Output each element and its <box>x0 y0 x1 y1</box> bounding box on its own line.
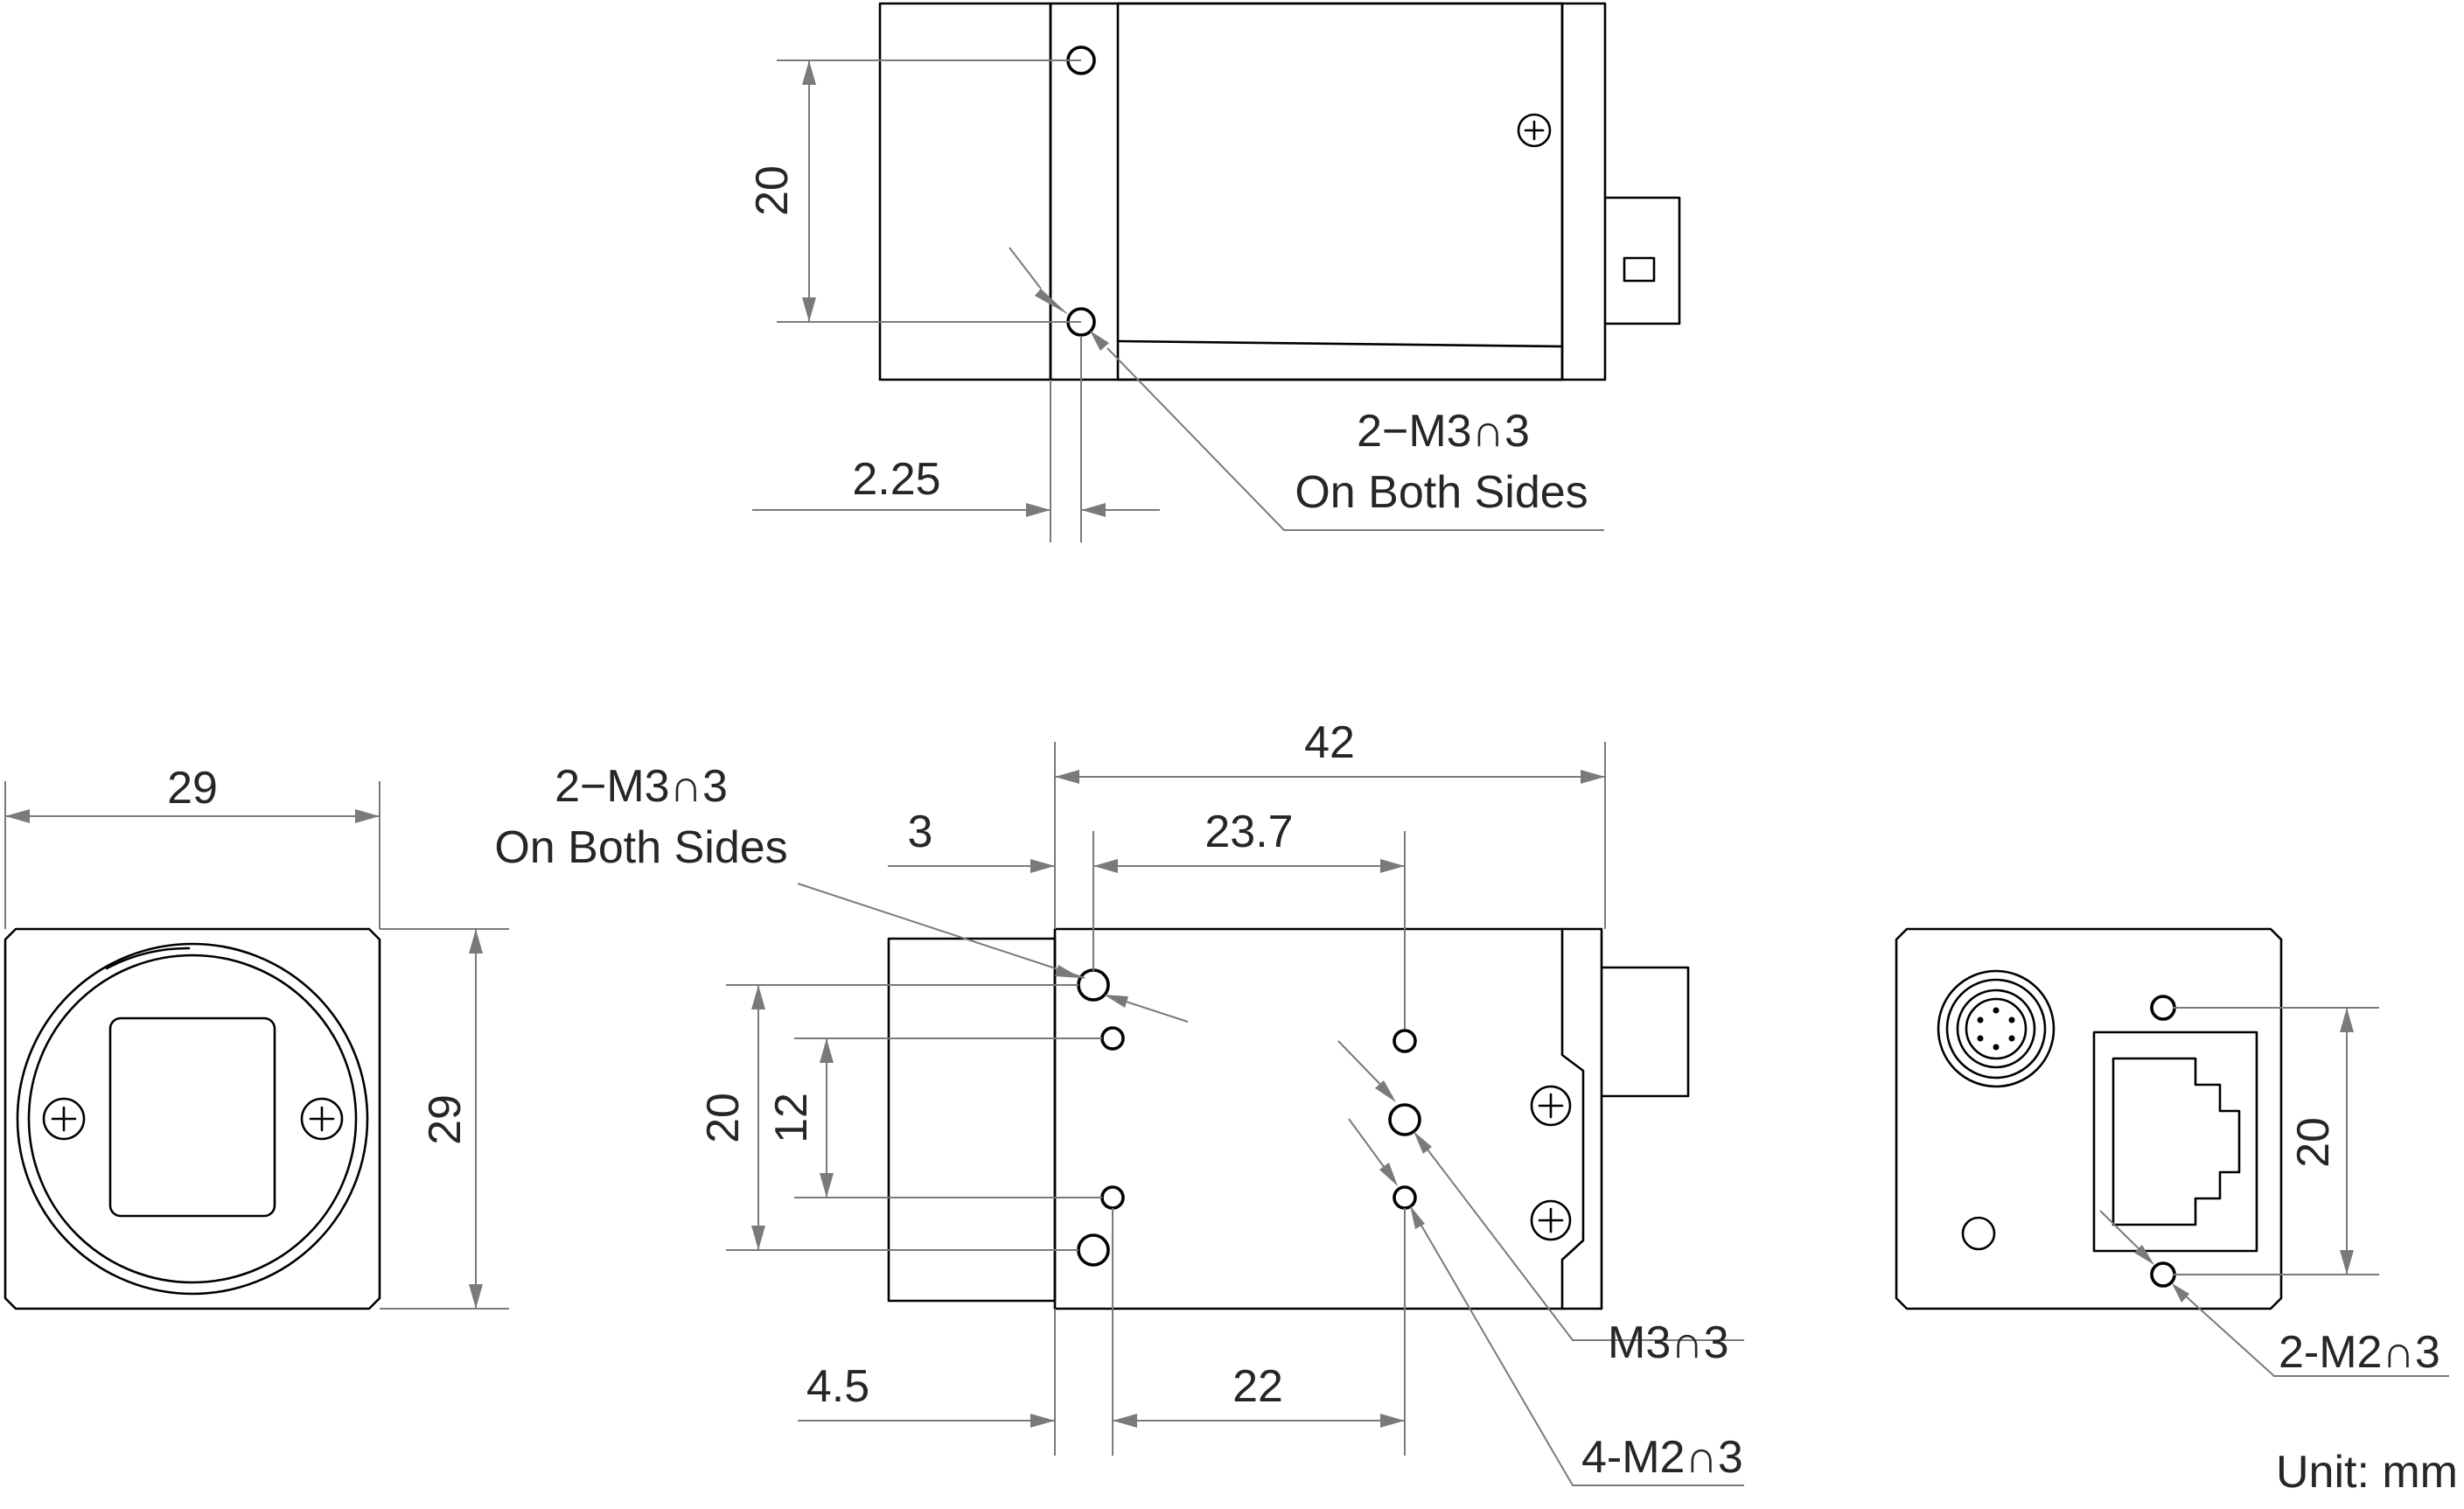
side-view: 42 3 23.7 20 12 4.5 22 2−M3∩3 <box>494 717 1744 1486</box>
unit-label: Unit: mm <box>2276 1447 2458 1498</box>
side-dim-23-7: 23.7 <box>1204 807 1293 857</box>
front-view: 29 29 <box>3 763 509 1310</box>
status-led <box>1961 1216 1996 1251</box>
lens-mount-outer-ring <box>16 942 369 1296</box>
side-view-dimensions: 42 3 23.7 20 12 4.5 22 2−M3∩3 <box>494 717 1744 1486</box>
rj45-port-icon <box>2092 1030 2258 1253</box>
rear-callout-2m2: 2-M2∩3 <box>2279 1327 2440 1378</box>
side-dim-12: 12 <box>766 1093 817 1143</box>
side-callout-4m2: 4-M2∩3 <box>1581 1432 1743 1483</box>
side-dim-overall-length: 42 <box>1304 717 1355 768</box>
sensor-window <box>108 1016 276 1218</box>
cross-screw-icon <box>1530 1199 1572 1241</box>
rear-m2-hole-upper <box>2150 995 2176 1021</box>
cross-screw-icon <box>1530 1085 1572 1127</box>
top-view: 20 2.25 2−M3∩3 On Both Sides <box>747 2 1681 542</box>
side-callout-line1: 2−M3∩3 <box>555 761 728 812</box>
side-dim-22: 22 <box>1232 1361 1283 1412</box>
front-dim-width: 29 <box>167 763 218 814</box>
side-callout-line2: On Both Sides <box>494 822 787 873</box>
rear-view: 20 2-M2∩3 <box>1895 927 2449 1378</box>
top-view-body <box>878 2 1681 381</box>
top-callout-line1: 2−M3∩3 <box>1357 406 1530 457</box>
side-m3-hole-upper <box>1077 968 1110 1002</box>
top-dim-hole-spacing: 20 <box>747 165 798 216</box>
side-view-body <box>887 927 1690 1310</box>
front-dim-height: 29 <box>420 1094 471 1145</box>
rear-m2-hole-lower <box>2150 1261 2176 1288</box>
top-dim-hole-offset: 2.25 <box>852 454 940 505</box>
side-dim-20: 20 <box>698 1093 749 1143</box>
side-m3-center-hole <box>1388 1103 1421 1136</box>
cross-screw-icon <box>1517 113 1552 148</box>
cross-screw-icon <box>42 1097 86 1141</box>
side-dim-4-5: 4.5 <box>806 1361 869 1412</box>
gpio-connector-icon <box>1937 969 2056 1088</box>
side-callout-m3: M3∩3 <box>1608 1317 1729 1368</box>
side-m3-hole-lower <box>1077 1233 1110 1267</box>
top-view-dimensions: 20 2.25 2−M3∩3 On Both Sides <box>747 59 1604 542</box>
top-callout-line2: On Both Sides <box>1295 467 1588 518</box>
side-dim-3: 3 <box>908 807 933 857</box>
rear-dim-20: 20 <box>2288 1117 2339 1168</box>
cross-screw-icon <box>300 1097 344 1141</box>
